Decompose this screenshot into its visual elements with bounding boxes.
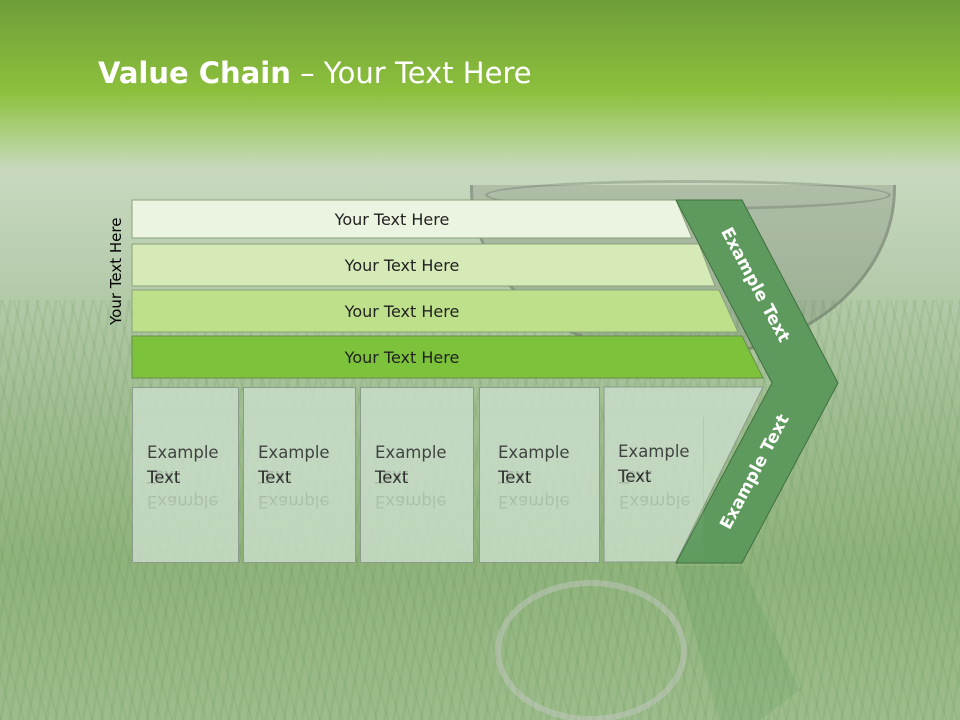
box-5-line2: Text [618, 464, 704, 489]
bar-3-shape [131, 289, 739, 333]
slide-title: Value Chain – Your Text Here [98, 56, 532, 90]
box-1-reflection-line2: Text [147, 467, 181, 486]
bar-2: Your Text Here [132, 246, 692, 284]
box-5-reflection-line1: Example [619, 492, 691, 511]
bar-2-shape [131, 243, 716, 287]
bar-2-label: Your Text Here [344, 255, 460, 275]
bar-4-shape [131, 335, 764, 379]
grill-stand-image [495, 580, 687, 720]
bar-3-label: Your Text Here [344, 301, 460, 321]
box-3-reflection-line1: Example [375, 492, 447, 511]
box-1-line1: Example [147, 440, 238, 465]
box-4-line2: Text [498, 465, 599, 490]
bar-1: Your Text Here [132, 200, 672, 238]
title-bold: Value Chain [98, 56, 291, 90]
chevron-reflection [676, 566, 800, 720]
box-1-reflection-line1: Example [147, 492, 219, 511]
box-4-line1: Example [498, 440, 599, 465]
box-2-reflection-line1: Example [258, 492, 330, 511]
box-3-reflection-line2: Text [375, 467, 409, 486]
box-5-line1: Example [618, 439, 704, 464]
chevron-shape [675, 199, 839, 564]
box-4-reflection-line2: Text [498, 467, 532, 486]
box-2-line2: Text [258, 465, 355, 490]
bar-1-shape [131, 199, 693, 239]
bar-4: Your Text Here [132, 338, 692, 376]
box-4-reflection-line1: Example [498, 492, 570, 511]
title-rest: – Your Text Here [290, 56, 532, 90]
box-1-line2: Text [147, 465, 238, 490]
box-5-reflection-line2: Text [619, 467, 653, 486]
box-3-line1: Example [375, 440, 473, 465]
bar-4-label: Your Text Here [344, 347, 460, 367]
bar-1-label: Your Text Here [334, 209, 450, 229]
box-2-reflection-line2: Text [258, 467, 292, 486]
box-3-line2: Text [375, 465, 473, 490]
box-2-line1: Example [258, 440, 355, 465]
bar-3: Your Text Here [132, 292, 692, 330]
